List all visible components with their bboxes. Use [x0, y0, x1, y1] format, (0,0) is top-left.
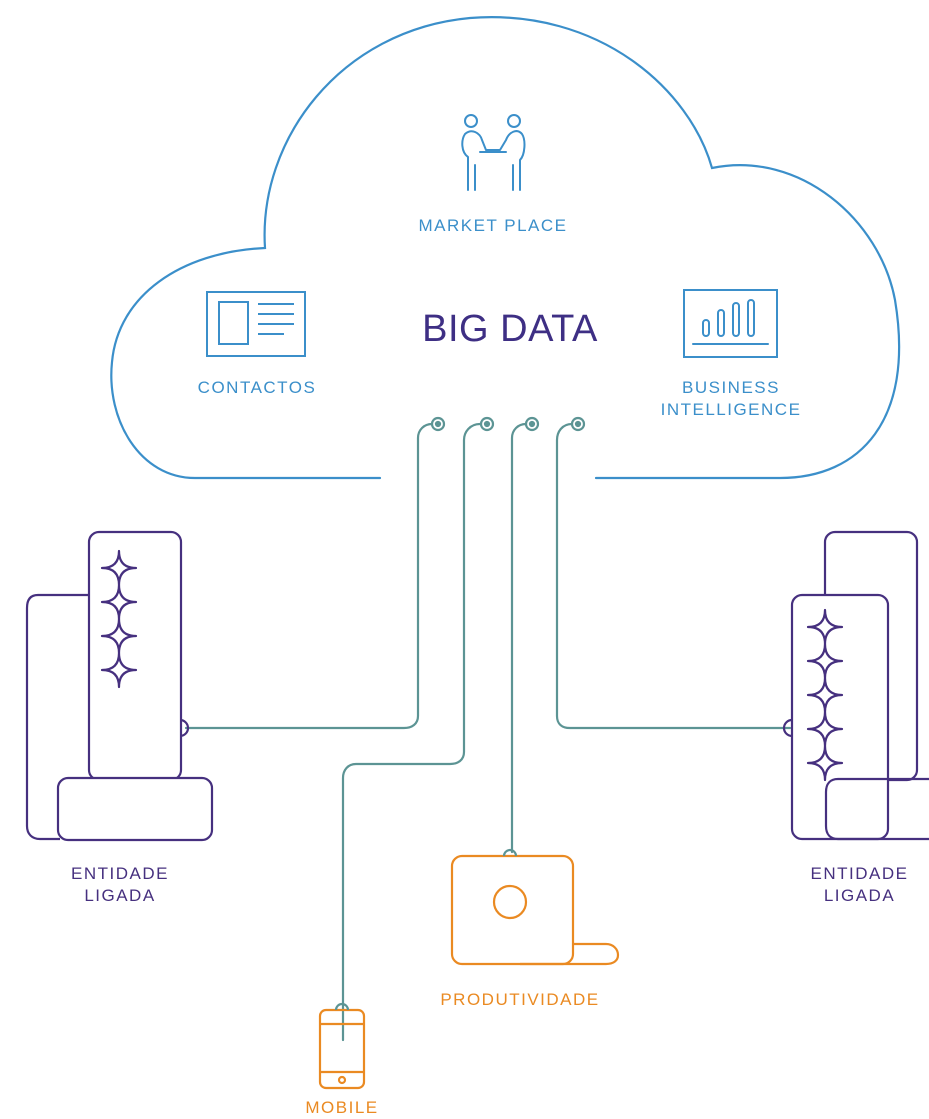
cloud-outline	[110, 16, 901, 480]
connector-lines	[184, 422, 792, 1042]
right-entity-label-line1: ENTIDADE	[810, 864, 909, 883]
mobile-label: MOBILE	[305, 1098, 379, 1117]
right-entity-label-line2: LIGADA	[823, 886, 896, 905]
market-place-label: MARKET PLACE	[418, 216, 568, 235]
contactos-label: CONTACTOS	[197, 378, 317, 397]
handshake-icon	[461, 114, 526, 191]
phone-icon	[318, 1002, 366, 1090]
business-intelligence-label-line1: BUSINESS	[682, 378, 780, 397]
left-entity-label-line2: LIGADA	[84, 886, 156, 905]
business-intelligence-label-line2: INTELLIGENCE	[660, 400, 802, 419]
server-icon	[782, 530, 929, 841]
connector-ports	[430, 416, 586, 432]
contact-card-icon	[206, 291, 306, 357]
bar-chart-icon	[683, 289, 778, 358]
produtividade-label: PRODUTIVIDADE	[440, 990, 600, 1009]
laptop-icon	[450, 848, 620, 966]
left-entity-label-line1: ENTIDADE	[71, 864, 169, 883]
server-icon	[25, 530, 214, 842]
diagram-title: BIG DATA	[422, 308, 598, 350]
